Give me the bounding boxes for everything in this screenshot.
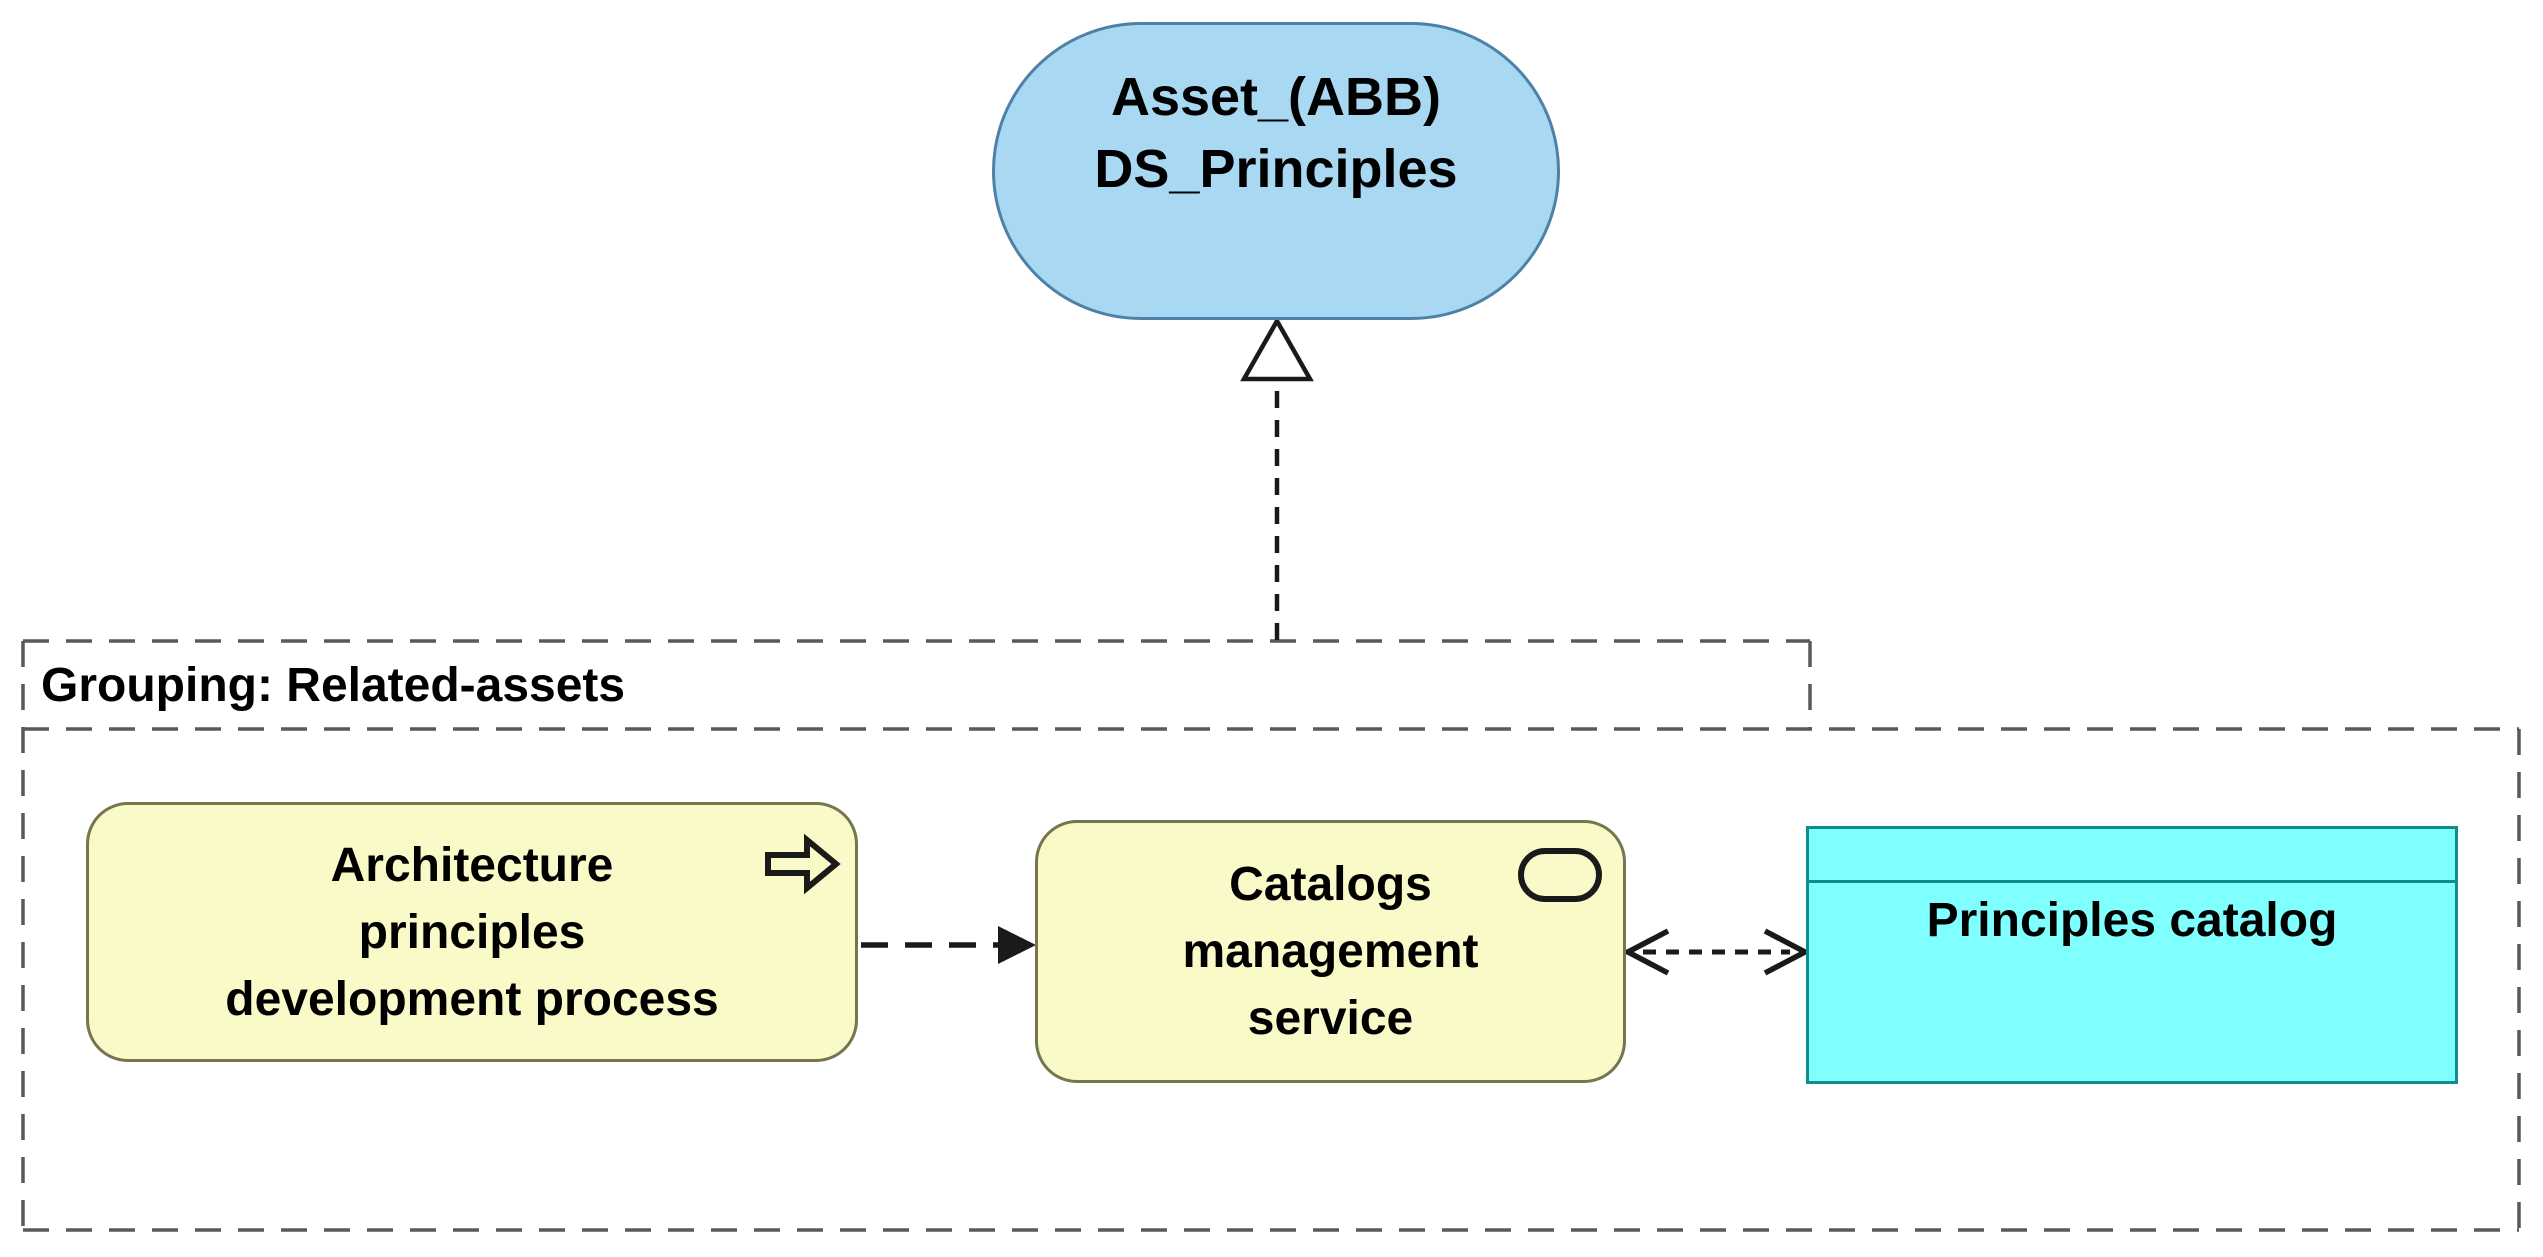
process-arrow-icon	[765, 833, 841, 895]
realization-connector[interactable]	[1240, 316, 1314, 640]
catalog-header-compartment	[1809, 829, 2455, 883]
open-arrowhead-left	[1622, 928, 1670, 976]
catalog-node-label: Principles catalog	[1926, 894, 2338, 947]
flow-connector[interactable]	[861, 926, 1036, 964]
catalog-node[interactable]: Principles catalog	[1806, 826, 2458, 1084]
asset-node[interactable]: Asset_(ABB) DS_Principles	[992, 22, 1560, 320]
service-node[interactable]: Catalogs management service	[1035, 820, 1626, 1083]
process-node[interactable]: Architecture principles development proc…	[86, 802, 858, 1062]
grouping-label: Grouping: Related-assets	[41, 658, 626, 712]
solid-arrowhead	[998, 926, 1036, 964]
grouping-border[interactable]	[21, 639, 2521, 1232]
asset-node-label: Asset_(ABB) DS_Principles	[1094, 67, 1458, 199]
hollow-triangle-arrowhead	[1240, 316, 1314, 382]
service-node-label: Catalogs management service	[1182, 858, 1479, 1045]
bidirectional-flow-connector[interactable]	[1622, 928, 1811, 976]
open-arrowhead-right	[1763, 928, 1811, 976]
service-rounded-icon	[1518, 848, 1602, 902]
process-node-label: Architecture principles development proc…	[225, 838, 719, 1026]
grouping-region[interactable]: Grouping: Related-assets	[23, 641, 1810, 729]
